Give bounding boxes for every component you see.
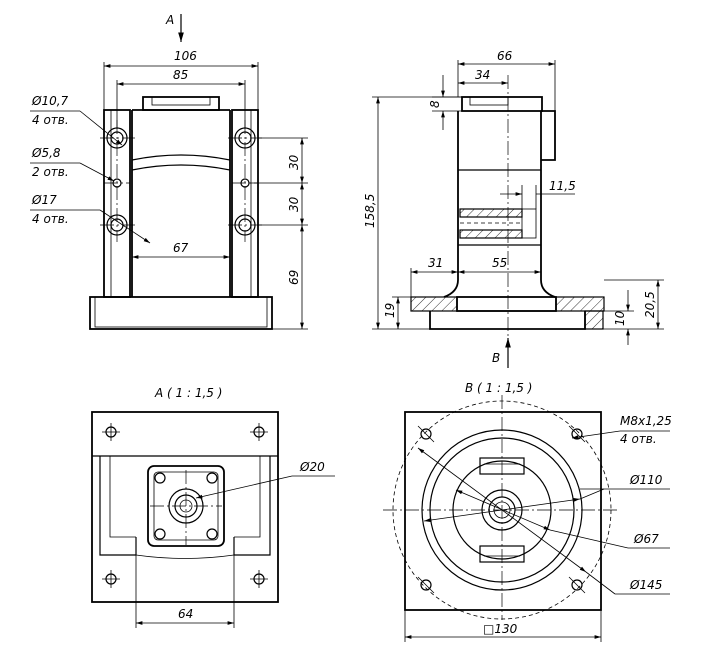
- hole-d5-8-label: Ø5,8: [31, 146, 61, 160]
- view-b-title: B ( 1 : 1,5 ): [465, 381, 532, 395]
- view-b: B ( 1 : 1,5 ) M8x1,25 4 отв.: [383, 381, 672, 642]
- dim-85: 85: [173, 68, 188, 82]
- hole-d10-7-qty: 4 отв.: [32, 113, 69, 127]
- dim-19: 19: [383, 303, 397, 318]
- side-view: 66 34 8 158,5 11,5 31 55 19: [363, 49, 664, 345]
- dim-31: 31: [428, 256, 443, 270]
- dim-8: 8: [428, 100, 442, 108]
- dim-10: 10: [613, 310, 627, 326]
- view-arrow-a: A: [165, 13, 184, 42]
- thread-label: M8x1,25: [620, 414, 672, 428]
- front-view: 106 85 Ø10,7 4 отв. Ø5,8 2 отв. Ø17 4 от…: [30, 49, 308, 330]
- dim-d110: Ø110: [629, 473, 663, 487]
- dim-106: 106: [174, 49, 197, 63]
- thread-qty: 4 отв.: [620, 432, 657, 446]
- hole-d17-qty: 4 отв.: [32, 212, 69, 226]
- dim-69: 69: [287, 270, 301, 285]
- hole-d17-label: Ø17: [31, 193, 57, 207]
- dim-158-5: 158,5: [363, 194, 377, 228]
- view-arrow-a-label: A: [165, 13, 174, 27]
- dim-20-5: 20,5: [643, 291, 657, 318]
- dim-sq130: □130: [483, 622, 518, 636]
- dim-67: 67: [173, 241, 189, 255]
- dim-34: 34: [475, 68, 490, 82]
- dim-11-5: 11,5: [549, 179, 576, 193]
- hole-d10-7-label: Ø10,7: [31, 94, 69, 108]
- dim-d67: Ø67: [633, 532, 659, 546]
- dim-d20: Ø20: [299, 460, 325, 474]
- dim-30-bottom: 30: [287, 196, 301, 212]
- dim-55: 55: [492, 256, 507, 270]
- dim-64: 64: [178, 607, 193, 621]
- view-a: A ( 1 : 1,5 ) Ø20: [91, 386, 335, 628]
- view-a-title: A ( 1 : 1,5 ): [154, 386, 222, 400]
- dim-30-top: 30: [287, 154, 301, 170]
- dim-d145: Ø145: [629, 578, 662, 592]
- hole-d5-8-qty: 2 отв.: [32, 165, 69, 179]
- dim-66: 66: [497, 49, 513, 63]
- view-arrow-b-label: B: [492, 351, 500, 365]
- view-arrow-b: B: [492, 338, 511, 368]
